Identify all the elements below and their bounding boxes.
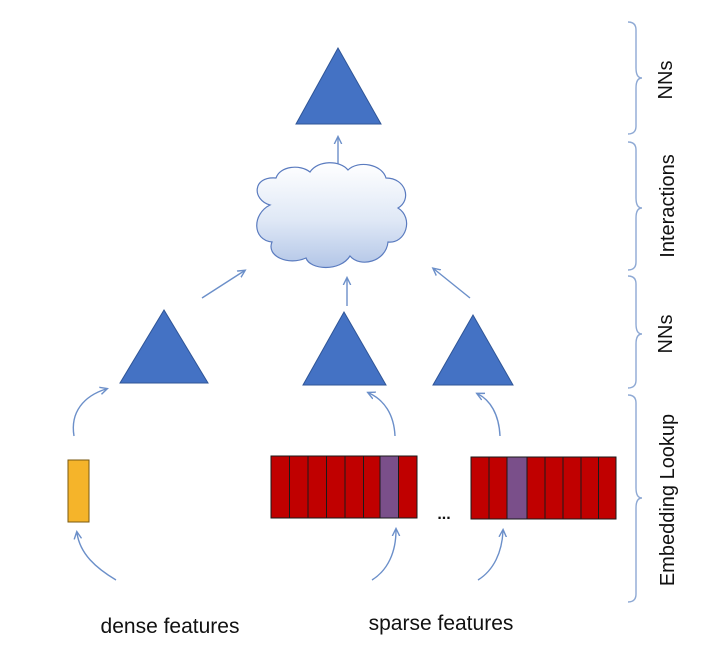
arrow-sparse-1-to-nn — [369, 393, 396, 437]
arrow-sparse-input-2 — [477, 531, 503, 581]
layer-label-embedding-lookup: Embedding Lookup — [657, 414, 679, 586]
arrow-dense-to-nn — [72, 389, 106, 437]
embedding-table-1-selected-row — [379, 455, 399, 519]
layer-bracket-4 — [627, 394, 643, 603]
dense-nn-triangle-icon — [119, 309, 209, 384]
arrow-sparse-nn-2-to-cloud — [434, 269, 471, 299]
dense-feature-vector — [67, 459, 90, 523]
layer-label-interactions: Interactions — [657, 154, 679, 257]
arrow-sparse-2-to-nn — [478, 394, 501, 437]
embedding-table-2-icon — [470, 456, 617, 520]
embedding-table-1-icon — [270, 455, 418, 519]
sparse-nn-2-triangle-icon — [432, 313, 514, 386]
embedding-table-2-selected-row — [506, 456, 528, 520]
layer-bracket-1 — [627, 21, 643, 135]
layer-bracket-2 — [627, 141, 643, 271]
ellipsis-text: ... — [437, 506, 450, 523]
interaction-cloud-icon — [256, 162, 408, 269]
arrow-sparse-input-1 — [371, 530, 396, 581]
layer-label-nns-bottom: NNs — [655, 315, 677, 354]
top-nn-triangle-icon — [295, 46, 382, 125]
arrow-dense-input — [77, 533, 117, 581]
layer-bracket-3 — [627, 275, 643, 389]
dense-features-label: dense features — [101, 615, 240, 638]
arrow-dense-nn-to-cloud — [201, 271, 244, 299]
layer-label-nns-top: NNs — [655, 61, 677, 100]
sparse-nn-1-triangle-icon — [302, 310, 387, 386]
sparse-features-label: sparse features — [369, 612, 514, 635]
